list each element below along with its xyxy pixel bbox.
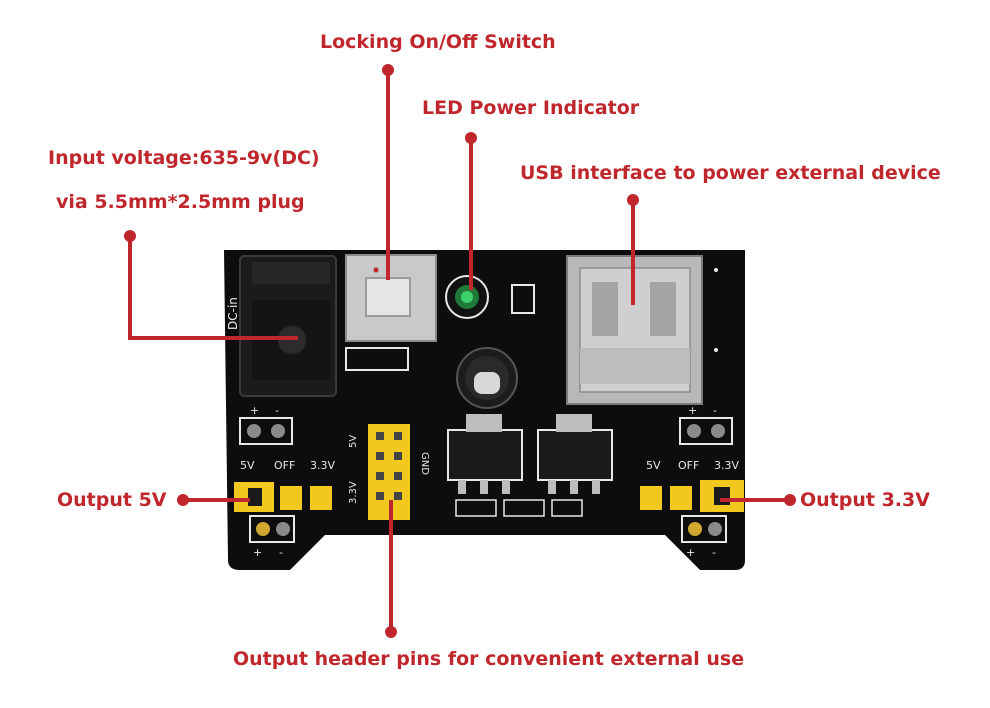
left-rail-plus-bottom: +	[253, 546, 262, 559]
electrolytic-capacitor	[456, 347, 518, 409]
left-rail-3v3-label: 3.3V	[310, 459, 335, 472]
right-rail-3v3-label: 3.3V	[714, 459, 739, 472]
mount-hole	[714, 268, 718, 272]
right-rail-jumper[interactable]	[640, 480, 744, 512]
right-rail-off-label: OFF	[678, 459, 699, 472]
left-rail-minus-bottom: -	[279, 546, 283, 559]
header-3v3-label: 3.3V	[348, 481, 359, 504]
callout-out33v: Output 3.3V	[800, 489, 930, 511]
header-5v-label: 5V	[348, 435, 359, 448]
right-rail-minus-top: -	[713, 404, 717, 417]
callout-switch: Locking On/Off Switch	[320, 31, 556, 53]
right-rail-top-pins	[679, 417, 733, 445]
leader-dots	[124, 64, 796, 638]
right-rail-plus-top: +	[688, 404, 697, 417]
voltage-regulator-3v3	[537, 414, 613, 494]
left-rail-5v-label: 5V	[240, 459, 255, 472]
callout-input-line1: Input voltage:635-9v(DC)	[48, 147, 320, 169]
led-indicator	[445, 275, 489, 319]
left-rail-off-label: OFF	[274, 459, 295, 472]
left-rail-plus-top: +	[250, 404, 259, 417]
locking-switch[interactable]	[345, 254, 437, 342]
right-rail-minus-bottom: -	[712, 546, 716, 559]
callout-input-line2: via 5.5mm*2.5mm plug	[56, 191, 305, 213]
callout-leaders	[128, 70, 790, 632]
voltage-regulator-5v	[447, 414, 523, 494]
callout-usb: USB interface to power external device	[520, 162, 941, 184]
dc-barrel-jack	[239, 255, 337, 397]
mount-hole	[714, 348, 718, 352]
callout-out5v: Output 5V	[57, 489, 167, 511]
left-rail-bottom-pins	[249, 515, 295, 543]
left-rail-top-pins	[239, 417, 293, 445]
switch-footprint	[345, 347, 409, 371]
smd-resistor-row	[455, 499, 583, 517]
callout-led: LED Power Indicator	[422, 97, 640, 119]
leader-input	[128, 236, 298, 340]
smd-resistor	[511, 284, 535, 314]
callout-header: Output header pins for convenient extern…	[233, 648, 745, 670]
dc-in-label: DC-in	[226, 297, 240, 330]
right-rail-plus-bottom: +	[686, 546, 695, 559]
left-rail-minus-top: -	[275, 404, 279, 417]
right-rail-5v-label: 5V	[646, 459, 661, 472]
right-rail-bottom-pins	[681, 515, 727, 543]
left-rail-jumper[interactable]	[234, 482, 332, 512]
header-gnd-label: GND	[419, 452, 430, 475]
